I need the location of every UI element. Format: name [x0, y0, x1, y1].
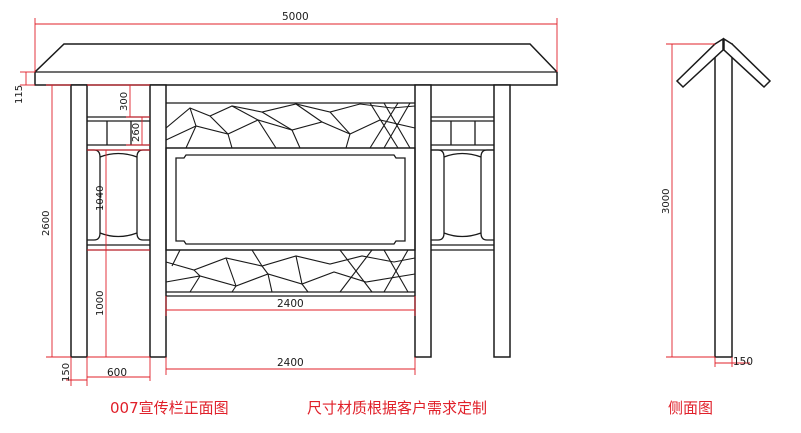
- dim-roof-edge: 115: [14, 85, 25, 104]
- post-inner-right: [414, 84, 432, 358]
- post-outer-right: [493, 84, 511, 358]
- side-view-caption: 侧面图: [668, 399, 714, 417]
- post-inner-left: [149, 84, 167, 358]
- lower-lattice: [165, 249, 416, 297]
- custom-size-note: 尺寸材质根据客户需求定制: [307, 399, 488, 417]
- dim-inner-span-lower: 2400: [277, 357, 304, 369]
- side-post: [714, 43, 733, 358]
- dim-total-width: 5000: [282, 11, 309, 23]
- dim-post-height: 2600: [41, 211, 52, 236]
- front-view: 5000 115 2600 300 260 1040 1000 2400 240…: [14, 11, 558, 386]
- dim-rail-gap: 260: [131, 123, 142, 142]
- dim-side-post-width: 150: [733, 356, 753, 368]
- front-view-caption: 007宣传栏正面图: [110, 399, 229, 417]
- dim-side-bay: 600: [107, 367, 127, 379]
- side-roof-right: [723, 37, 772, 89]
- dim-top-rail: 300: [119, 92, 130, 111]
- side-roof-left: [675, 37, 724, 89]
- right-side-bay: [431, 116, 494, 251]
- display-board: [165, 147, 416, 251]
- dim-inner-span-upper: 2400: [277, 298, 304, 310]
- dim-post-width: 150: [61, 363, 72, 382]
- roof: [34, 43, 558, 86]
- dim-bottom-height: 1000: [95, 291, 106, 316]
- side-view: 3000 150: [661, 37, 772, 368]
- dim-side-height: 3000: [661, 189, 672, 214]
- front-dimensions: [20, 18, 558, 386]
- dim-panel-height: 1040: [95, 186, 106, 211]
- post-outer-left: [70, 84, 88, 358]
- upper-lattice: [165, 102, 416, 149]
